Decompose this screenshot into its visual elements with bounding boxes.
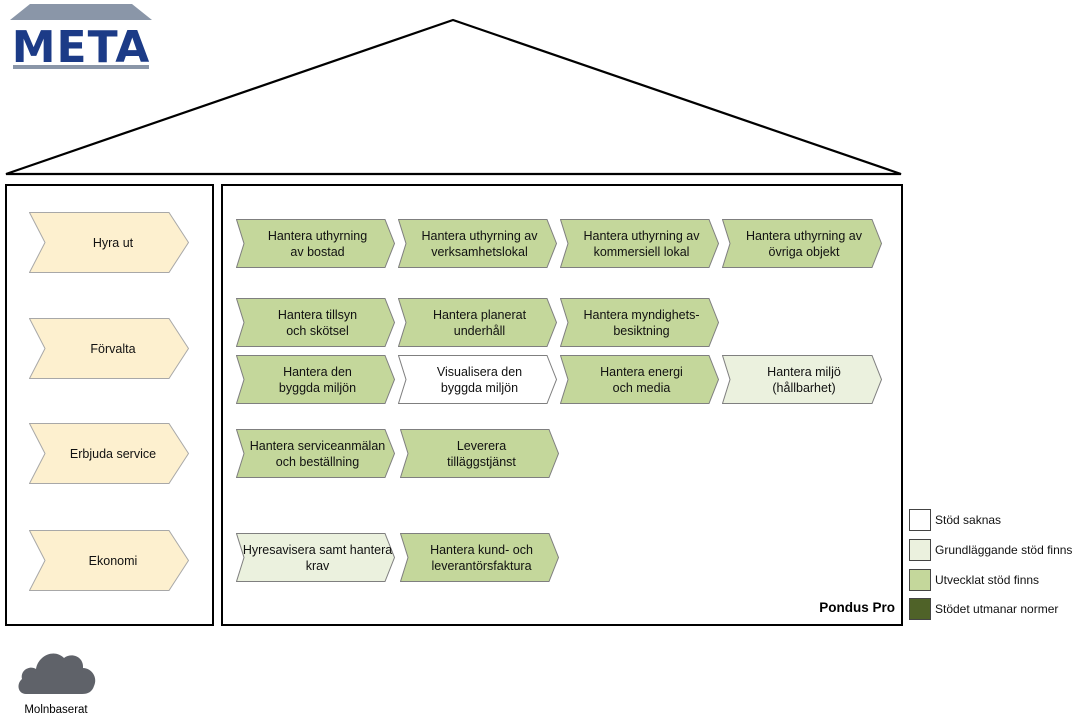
capability-chevron: Hantera uthyrning av kommersiell lokal bbox=[560, 219, 719, 268]
chevron-label: Ekonomi bbox=[88, 553, 138, 568]
capability-chevron: Hantera kund- och leverantörsfaktura bbox=[400, 533, 559, 582]
legend-swatch bbox=[909, 539, 931, 561]
chevron-label: Hyra ut bbox=[92, 235, 134, 250]
legend-swatch bbox=[909, 509, 931, 531]
capability-chevron: Leverera tilläggstjänst bbox=[400, 429, 559, 478]
legend-item: Utvecklat stöd finns bbox=[909, 568, 1039, 592]
chevron-label: Hantera den byggda miljön bbox=[278, 364, 357, 395]
chevron-label: Hantera energi och media bbox=[600, 364, 683, 395]
legend-label: Stöd saknas bbox=[935, 513, 1002, 527]
chevron-label: Hantera miljö (hållbarhet) bbox=[767, 364, 841, 395]
capability-chevron: Hantera planerat underhåll bbox=[398, 298, 557, 347]
process-chevron: Förvalta bbox=[29, 318, 189, 379]
chevron-label: Hyresavisera samt hantera krav bbox=[242, 542, 393, 573]
meta-logo: META bbox=[10, 2, 152, 73]
chevron-label: Hantera serviceanmälan och beställning bbox=[249, 438, 386, 469]
chevron-label: Hantera uthyrning av övriga objekt bbox=[745, 228, 863, 259]
chevron-label: Hantera tillsyn och skötsel bbox=[277, 307, 358, 338]
chevron-label: Leverera tilläggstjänst bbox=[447, 438, 516, 469]
legend-item: Stödet utmanar normer bbox=[909, 597, 1058, 621]
legend-item: Stöd saknas bbox=[909, 508, 1001, 532]
capability-panel bbox=[221, 184, 903, 626]
capability-chevron: Hantera den byggda miljön bbox=[236, 355, 395, 404]
legend-swatch bbox=[909, 569, 931, 591]
capability-chevron: Hantera myndighets- besiktning bbox=[560, 298, 719, 347]
capability-chevron: Hantera miljö (hållbarhet) bbox=[722, 355, 882, 404]
chevron-label: Förvalta bbox=[90, 341, 136, 356]
chevron-label: Hantera planerat underhåll bbox=[432, 307, 527, 338]
capability-chevron: Hantera energi och media bbox=[560, 355, 719, 404]
cloud-label: Molnbaserat bbox=[24, 704, 88, 716]
capability-chevron: Hantera uthyrning av verksamhetslokal bbox=[398, 219, 557, 268]
capability-chevron: Hantera tillsyn och skötsel bbox=[236, 298, 395, 347]
process-chevron: Hyra ut bbox=[29, 212, 189, 273]
legend-item: Grundläggande stöd finns bbox=[909, 538, 1072, 562]
legend-label: Grundläggande stöd finns bbox=[935, 543, 1073, 557]
capability-chevron: Hyresavisera samt hantera krav bbox=[236, 533, 395, 582]
legend-swatch bbox=[909, 598, 931, 620]
chevron-label: Hantera kund- och leverantörsfaktura bbox=[430, 542, 533, 573]
process-chevron: Erbjuda service bbox=[29, 423, 189, 484]
chevron-label: Hantera uthyrning av kommersiell lokal bbox=[583, 228, 700, 259]
chevron-label: Hantera uthyrning av verksamhetslokal bbox=[421, 228, 538, 259]
process-panel bbox=[5, 184, 214, 626]
chevron-label: Hantera uthyrning av bostad bbox=[267, 228, 368, 259]
product-label: Pondus Pro bbox=[819, 600, 895, 615]
chevron-label: Erbjuda service bbox=[69, 446, 157, 461]
capability-chevron: Hantera uthyrning av övriga objekt bbox=[722, 219, 882, 268]
capability-chevron: Hantera uthyrning av bostad bbox=[236, 219, 395, 268]
capability-chevron: Hantera serviceanmälan och beställning bbox=[236, 429, 395, 478]
legend-label: Stödet utmanar normer bbox=[935, 602, 1059, 616]
svg-text:META: META bbox=[12, 22, 151, 70]
chevron-label: Visualisera den byggda miljön bbox=[436, 364, 523, 395]
legend-label: Utvecklat stöd finns bbox=[935, 573, 1040, 587]
process-chevron: Ekonomi bbox=[29, 530, 189, 591]
cloud-icon bbox=[16, 648, 98, 696]
chevron-label: Hantera myndighets- besiktning bbox=[583, 307, 700, 338]
capability-chevron: Visualisera den byggda miljön bbox=[398, 355, 557, 404]
